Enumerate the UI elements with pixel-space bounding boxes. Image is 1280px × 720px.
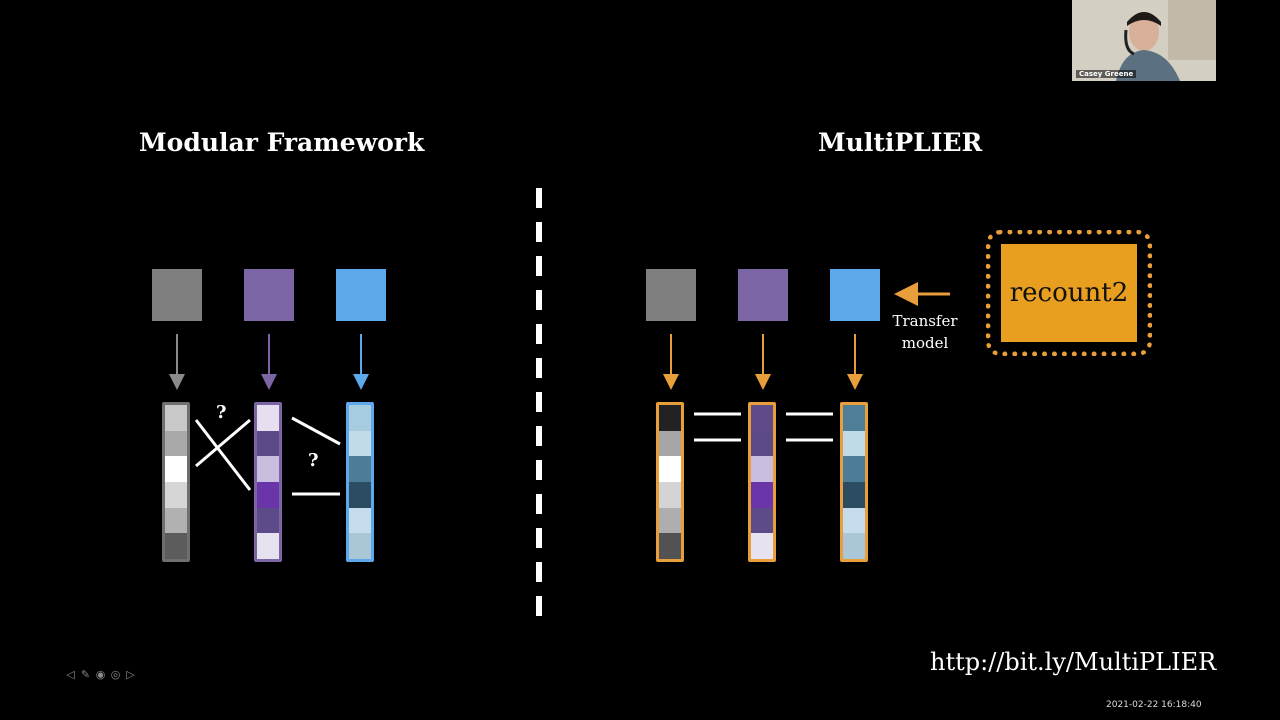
latent-cell	[257, 456, 279, 483]
arrow-right-icon[interactable]: ▷	[126, 668, 135, 681]
slide-url: http://bit.ly/MultiPLIER	[930, 648, 1217, 676]
latent-cell	[659, 482, 681, 508]
blue-dataset-square	[336, 269, 386, 321]
latent-cell	[349, 405, 371, 431]
slide-nav-controls: ◁ ✎ ◉ ◎ ▷	[64, 668, 137, 681]
participant-name: Casey Greene	[1076, 70, 1137, 78]
gray-dataset-square	[152, 269, 202, 321]
gray-latent-column-right	[656, 402, 684, 562]
latent-cell	[843, 430, 865, 457]
transfer-label-line2: model	[901, 334, 949, 352]
transfer-label-line1: Transfer	[892, 312, 958, 330]
blue-latent-column	[346, 402, 374, 562]
pencil-icon[interactable]: ✎	[80, 668, 91, 681]
purple-latent-column	[254, 402, 282, 562]
latent-cell	[257, 507, 279, 534]
latent-cell	[843, 405, 865, 431]
latent-cell	[843, 482, 865, 508]
question-mark-1: ?	[216, 402, 227, 423]
latent-cell	[751, 456, 773, 483]
latent-cell	[659, 456, 681, 483]
latent-cell	[349, 430, 371, 457]
dashed-divider	[536, 188, 542, 630]
arrow-left-icon[interactable]: ◁	[66, 668, 75, 681]
left-panel-title: Modular Framework	[139, 128, 425, 157]
menu-icon[interactable]: ◎	[110, 668, 121, 681]
question-mark-2: ?	[308, 450, 319, 471]
recount2-box: recount2	[986, 230, 1152, 356]
latent-cell	[165, 482, 187, 508]
latent-cell	[257, 482, 279, 508]
purple-dataset-square-right	[738, 269, 788, 321]
latent-cell	[165, 507, 187, 534]
latent-cell	[257, 430, 279, 457]
latent-cell	[751, 405, 773, 431]
latent-cell	[659, 430, 681, 457]
latent-cell	[165, 405, 187, 431]
latent-cell	[349, 456, 371, 483]
latent-cell	[843, 507, 865, 534]
latent-cell	[659, 533, 681, 560]
circle-icon[interactable]: ◉	[95, 668, 106, 681]
gray-latent-column	[162, 402, 190, 562]
recording-timestamp: 2021-02-22 16:18:40	[1106, 700, 1202, 710]
latent-cell	[843, 533, 865, 560]
right-panel-title: MultiPLIER	[818, 128, 983, 157]
latent-cell	[165, 533, 187, 560]
latent-cell	[349, 533, 371, 560]
latent-cell	[349, 507, 371, 534]
latent-cell	[751, 430, 773, 457]
latent-cell	[257, 533, 279, 560]
purple-dataset-square	[244, 269, 294, 321]
gray-dataset-square-right	[646, 269, 696, 321]
latent-cell	[751, 507, 773, 534]
webcam-video[interactable]: Casey Greene	[1072, 0, 1216, 81]
purple-latent-column-right	[748, 402, 776, 562]
latent-cell	[257, 405, 279, 431]
latent-cell	[165, 430, 187, 457]
blue-latent-column-right	[840, 402, 868, 562]
latent-cell	[751, 533, 773, 560]
latent-cell	[751, 482, 773, 508]
latent-cell	[165, 456, 187, 483]
blue-dataset-square-right	[830, 269, 880, 321]
latent-cell	[659, 405, 681, 431]
latent-cell	[843, 456, 865, 483]
latent-cell	[349, 482, 371, 508]
transfer-model-label: Transfer model	[888, 310, 962, 354]
recount2-label: recount2	[1001, 244, 1137, 342]
latent-cell	[659, 507, 681, 534]
